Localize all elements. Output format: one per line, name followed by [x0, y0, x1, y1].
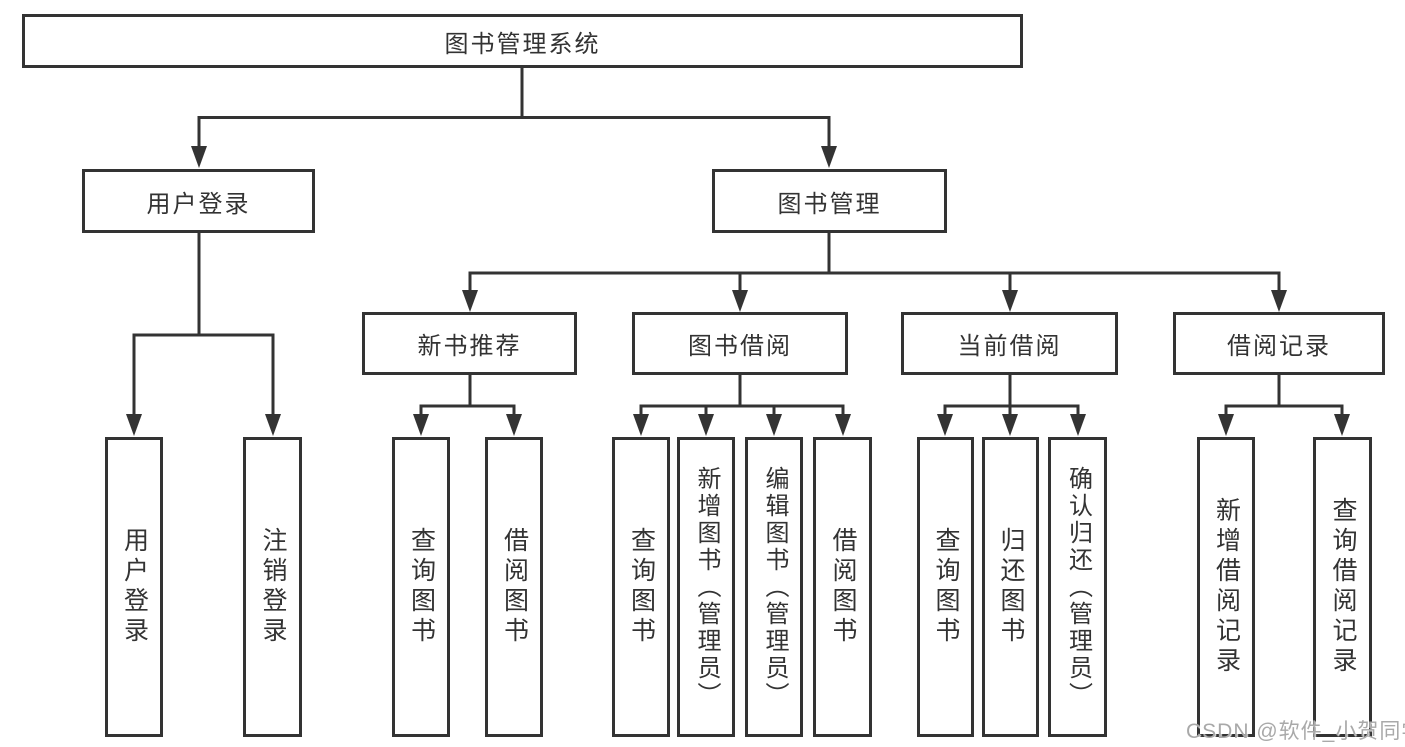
- node-book-management: 图书管理: [712, 169, 947, 233]
- leaf-edit-book-admin: 编辑图书（管理员）: [745, 437, 803, 737]
- leaf-query-books-borrow: 查询图书: [612, 437, 670, 737]
- leaf-user-login: 用户登录: [105, 437, 163, 737]
- leaf-query-borrow-record: 查询借阅记录: [1313, 437, 1372, 737]
- node-current-borrow: 当前借阅: [901, 312, 1118, 375]
- node-new-book-recommend: 新书推荐: [362, 312, 577, 375]
- watermark: CSDN @软件_小贺同学: [1186, 720, 1405, 743]
- leaf-borrow-books-recommend: 借阅图书: [485, 437, 543, 737]
- node-borrow-records: 借阅记录: [1173, 312, 1385, 375]
- leaf-logout: 注销登录: [243, 437, 302, 737]
- node-user-login: 用户登录: [82, 169, 315, 233]
- leaf-query-books-current: 查询图书: [917, 437, 974, 737]
- leaf-add-borrow-record: 新增借阅记录: [1197, 437, 1255, 737]
- leaf-confirm-return-admin: 确认归还（管理员）: [1048, 437, 1107, 737]
- node-book-borrow: 图书借阅: [632, 312, 848, 375]
- leaf-return-books: 归还图书: [982, 437, 1039, 737]
- node-library-management-system: 图书管理系统: [22, 14, 1023, 68]
- leaf-query-books-recommend: 查询图书: [392, 437, 450, 737]
- leaf-add-book-admin: 新增图书（管理员）: [677, 437, 735, 737]
- leaf-borrow-books: 借阅图书: [813, 437, 872, 737]
